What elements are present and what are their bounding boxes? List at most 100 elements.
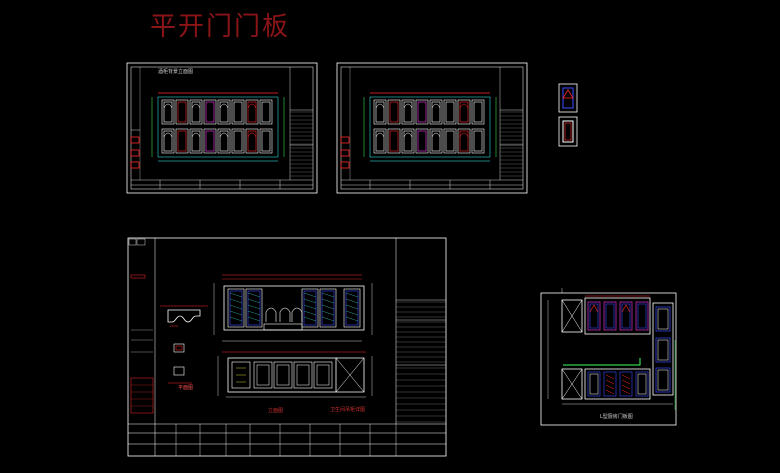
upper-cabinet-doors [227, 288, 361, 331]
base-cabinet-elevation [217, 351, 373, 398]
door-inset [403, 130, 413, 152]
kitchen-base-hatch [621, 374, 631, 380]
glass-hatch [303, 316, 317, 322]
door-panel [429, 99, 443, 125]
door-inset [205, 101, 215, 123]
kitchen-base-doors [587, 371, 649, 397]
door-panel [471, 128, 485, 154]
profile-detail [168, 343, 192, 384]
glass-hatch [303, 310, 317, 316]
door-arch [191, 103, 201, 109]
kitchen-side-panel [657, 369, 669, 391]
kitchen-wall-doors [587, 301, 649, 331]
door-inset [247, 130, 257, 152]
door-arch [375, 132, 385, 138]
door-arch [163, 132, 173, 138]
door-panel [471, 99, 485, 125]
sheet-top-left-table [290, 111, 313, 177]
door-arch [459, 103, 469, 109]
base-door [313, 361, 333, 389]
kitchen-base-hatch [621, 389, 631, 395]
upper-elevation-caption: 立面图 [268, 408, 284, 414]
door-panel [373, 128, 387, 154]
glass-hatch [345, 316, 359, 322]
base-door-panel [256, 364, 270, 386]
door-inset [375, 101, 385, 123]
glass-hatch [247, 316, 261, 322]
glass-hatch [345, 304, 359, 310]
kitchen-caption: L型厨房门板图 [600, 414, 633, 420]
door-inset [417, 130, 427, 152]
door-panel [429, 128, 443, 154]
kitchen-side-door [655, 367, 671, 393]
glass-hatch [303, 298, 317, 304]
cabinet-doors-2 [373, 99, 485, 154]
kitchen-wall-door [635, 301, 649, 331]
door-panel [231, 99, 245, 125]
kitchen-wall-door [619, 301, 633, 331]
glass-hatch [321, 316, 335, 322]
glass-hatch [345, 298, 359, 304]
sheet-top-middle-red-marks [340, 136, 350, 169]
glass-door [343, 288, 361, 328]
upper-cabinet-elevation [213, 274, 373, 342]
drawing-title: 平开门门板 [150, 12, 291, 42]
kitchen-base-hatch [605, 389, 615, 395]
glass-hatch [321, 298, 335, 304]
glass-hatch [303, 304, 317, 310]
shelf-base [263, 323, 303, 331]
kitchen-wall-panel [621, 303, 631, 329]
glass-hatch [321, 310, 335, 316]
kitchen-side-panel [657, 308, 669, 330]
kitchen-wall-arch [589, 304, 599, 313]
door-inset [375, 130, 385, 152]
door-panel [175, 99, 189, 125]
glass-hatch [321, 292, 335, 298]
door-arch [247, 103, 257, 109]
glass-door [301, 288, 319, 328]
glass-hatch [247, 310, 261, 316]
door-inset [473, 101, 483, 123]
arch-niche [291, 307, 303, 322]
door-arch [375, 103, 385, 109]
door-arch [219, 132, 229, 138]
door-inset [247, 101, 257, 123]
door-arch [459, 132, 469, 138]
door-inset [403, 101, 413, 123]
kitchen-side-door [655, 306, 671, 332]
glass-pane [321, 290, 335, 326]
arch-niche [265, 307, 277, 322]
door-inset [417, 101, 427, 123]
door-panel [245, 128, 259, 154]
door-panel [203, 99, 217, 125]
kitchen-base-door [587, 371, 601, 397]
door-inset [389, 130, 399, 152]
glass-door [245, 288, 263, 328]
door-inset [261, 130, 271, 152]
door-panel [189, 99, 203, 125]
door-panel [245, 99, 259, 125]
kitchen-base-hatch [605, 384, 615, 390]
kitchen-base-hatch [621, 384, 631, 390]
glass-door [227, 288, 245, 328]
door-panel [203, 128, 217, 154]
crown-moulding-detail [160, 305, 208, 327]
glass-hatch [345, 292, 359, 298]
sheet-top-left [126, 62, 318, 194]
door-panel [161, 99, 175, 125]
kitchen-base-door [619, 371, 633, 397]
arch-niche [279, 307, 291, 322]
door-inset [261, 101, 271, 123]
glass-pane [229, 290, 243, 326]
lower-elevation-caption: 平面图 [178, 385, 194, 391]
sheet-bottom-left-left-column [128, 238, 154, 414]
glass-hatch [247, 298, 261, 304]
sheet-top-middle-table [500, 111, 523, 177]
glass-pane [303, 290, 317, 326]
door-panel [387, 99, 401, 125]
kitchen-base-hatch [605, 374, 615, 380]
door-inset [177, 130, 187, 152]
base-cabinet-doors [231, 361, 333, 389]
door-panel [161, 128, 175, 154]
